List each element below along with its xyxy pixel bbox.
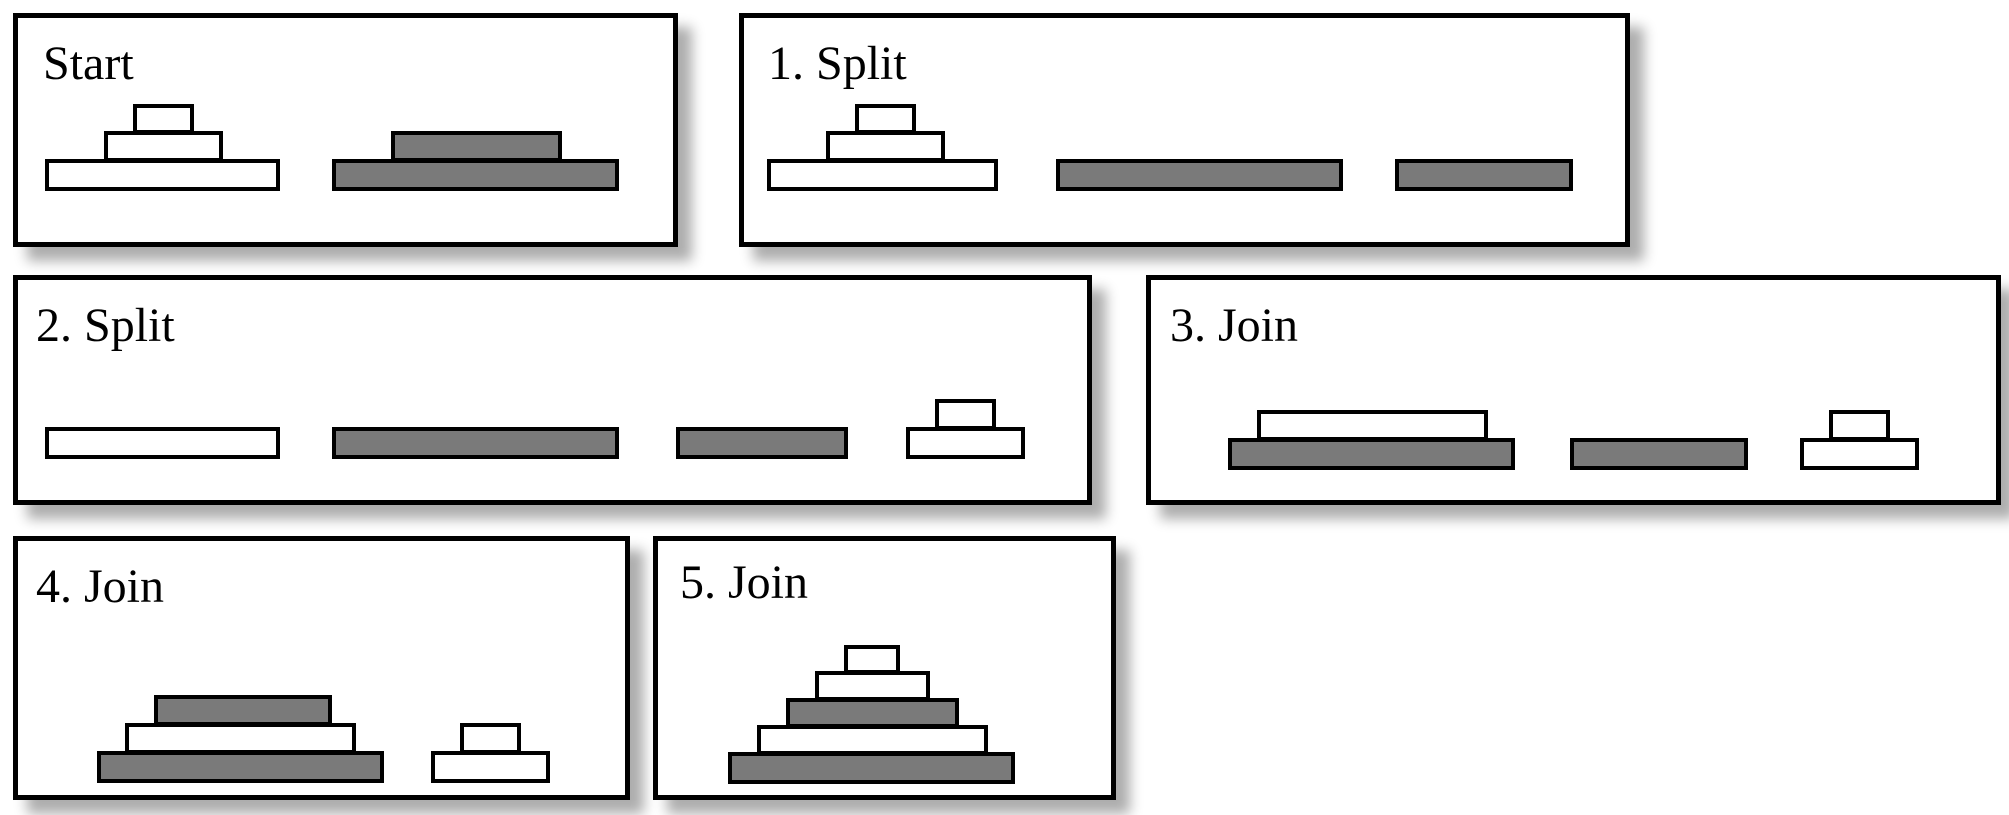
white-block-small <box>844 645 900 674</box>
white-block-large <box>757 725 988 755</box>
panel-split-2: 2. Split <box>13 275 1092 505</box>
white-block-medium <box>826 131 945 162</box>
gray-block-large <box>728 752 1015 784</box>
white-block-small <box>460 723 521 754</box>
panel-label: 3. Join <box>1170 299 1299 352</box>
white-block-medium <box>104 131 223 162</box>
panel-join-3: 3. Join <box>1146 275 2001 505</box>
gray-block-small <box>391 131 562 162</box>
gray-block-small <box>676 427 848 459</box>
white-block-large <box>767 159 998 191</box>
gray-block-large <box>332 159 619 191</box>
panel-label: 1. Split <box>768 37 907 90</box>
white-block-medium <box>431 751 550 783</box>
white-block-medium <box>906 427 1025 459</box>
gray-block-small <box>154 695 332 726</box>
gray-block-small <box>786 698 959 728</box>
gray-block-large <box>1056 159 1343 191</box>
gray-block-small <box>1395 159 1573 191</box>
white-block-large <box>125 723 356 754</box>
panel-split-1: 1. Split <box>739 13 1630 247</box>
panel-start: Start <box>13 13 678 247</box>
white-block-small <box>855 104 916 134</box>
white-block-large <box>45 427 280 459</box>
panel-label: 5. Join <box>680 556 809 609</box>
gray-block-large <box>332 427 619 459</box>
white-block-medium <box>815 671 930 701</box>
white-block-medium <box>1800 438 1919 470</box>
panel-label: 4. Join <box>36 560 165 613</box>
panel-join-4: 4. Join <box>13 536 630 800</box>
gray-block-small <box>1570 438 1748 470</box>
gray-block-large <box>97 751 384 783</box>
white-block-small <box>1829 410 1890 441</box>
gray-block-large <box>1228 438 1515 470</box>
white-block-small <box>935 399 996 430</box>
white-block-small <box>133 104 194 134</box>
panel-label: Start <box>43 37 134 90</box>
white-block-large <box>45 159 280 191</box>
panel-join-5: 5. Join <box>653 536 1116 800</box>
white-block-large <box>1257 410 1488 441</box>
panel-label: 2. Split <box>36 299 175 352</box>
